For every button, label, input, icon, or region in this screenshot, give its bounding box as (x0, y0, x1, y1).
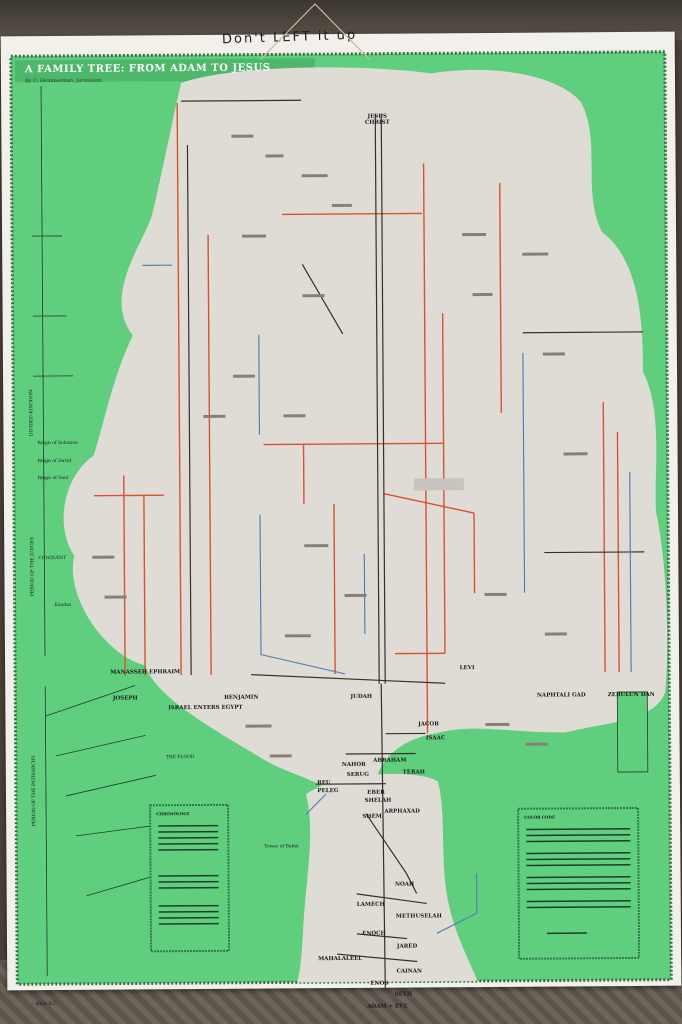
name-label-jacob: JACOB (418, 721, 439, 728)
name-label-eber: EBER (367, 789, 385, 796)
side-label-date-line: 4000 B.C. (35, 1001, 58, 1008)
name-label-manasseh-ephraim: MANASSEH EPHRAIM (110, 669, 181, 676)
name-label-reu: REU (317, 780, 331, 787)
red-lineage-lines (93, 103, 620, 734)
name-label-naphtali-gad: NAPHTALI GAD (536, 692, 586, 699)
name-label-serug: SERUG (346, 771, 369, 778)
hanging-string (259, 3, 371, 60)
chronology-heading: CHRONOLOGY (156, 811, 190, 817)
side-label-tower-of-babel: Tower of Babel (264, 844, 299, 850)
color-code-text-lines (526, 827, 631, 935)
name-label-levi: LEVI (459, 665, 475, 672)
name-label-zebulun-dan: ZEBULUN DAN (607, 691, 655, 699)
name-label-nahor: NAHOR (341, 761, 366, 769)
side-label-kings-of-david: Reign of David (37, 458, 72, 465)
tree-trunk (297, 773, 478, 983)
black-lineage-lines (181, 99, 645, 991)
name-label-enos: ENOS (370, 980, 389, 987)
chronology-box (149, 803, 231, 953)
name-label-judah: JUDAH (350, 693, 373, 700)
side-label-conquest: CONQUEST (38, 555, 67, 562)
name-label-isaac: ISAAC (425, 735, 446, 742)
name-label-peleg: PELEG (317, 788, 339, 795)
name-label-lamech: LAMECH (356, 901, 385, 908)
side-label-kings-of-solomon: Reign of Solomon (37, 440, 78, 447)
color-code-heading: COLOR CODE (524, 814, 556, 820)
name-label-noah: NOAH (394, 881, 415, 888)
name-label-terah: TERAH (402, 769, 426, 776)
name-label-shelah: SHELAH (364, 797, 392, 804)
chronology-text-lines (158, 824, 219, 925)
name-label-arphaxad: ARPHAXAD (384, 808, 420, 815)
side-label-the-flood: THE FLOOD (165, 755, 195, 761)
blue-lineage-lines (142, 264, 632, 934)
name-label-jared: JARED (396, 943, 418, 950)
name-label-abraham: ABRAHAM (373, 757, 407, 764)
name-label-seth: SETH (394, 991, 413, 998)
name-label-methuselah: METHUSELAH (395, 913, 442, 920)
family-tree-poster: A FAMILY TREE: FROM ADAM TO JESUS By C. … (0, 31, 682, 1010)
poster-title: A FAMILY TREE: FROM ADAM TO JESUS (24, 62, 271, 76)
poster-artwork (9, 50, 673, 991)
era-label-era-judges: PERIOD OF THE JUDGES (30, 536, 36, 597)
tree-canopy (63, 67, 668, 805)
left-timeline-lines (32, 86, 157, 977)
poster-byline: By C. Hemmerman, Jerusalem (24, 77, 102, 85)
era-label-era-divided-kingdom: DIVIDED KINGDOM (29, 389, 35, 437)
side-label-reign-of-saul: Reign of Saul (37, 475, 69, 482)
name-label-cainan: CAINAN (396, 968, 423, 975)
side-label-exodus: Exodus (54, 602, 72, 609)
name-label-benjamin: BENJAMIN (224, 694, 259, 701)
era-label-era-patriarchs: PERIOD OF THE PATRIARCHS (31, 755, 38, 827)
name-label-israel-enters-egypt: ISRAEL ENTERS EGYPT (168, 704, 243, 712)
name-label-joseph: JOSEPH (112, 695, 138, 702)
name-label-shem: SHEM (362, 813, 382, 820)
name-label-enoch: ENOCH (362, 930, 386, 937)
name-label-adam-eve: ADAM + EVE (367, 1003, 408, 1010)
name-label-christ: CHRIST (364, 119, 390, 126)
right-legend-box (616, 691, 649, 773)
name-markers (92, 134, 588, 758)
name-label-mahalaleel: MAHALALEEL (318, 955, 363, 963)
